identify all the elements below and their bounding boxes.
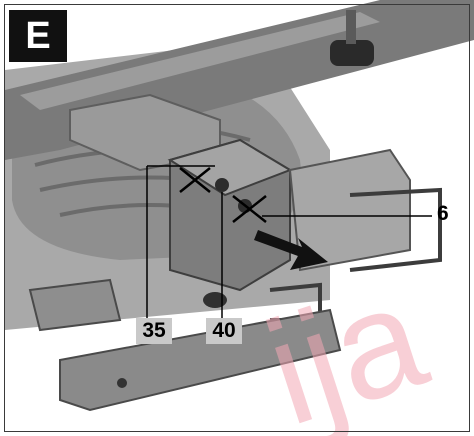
base-foot — [59, 308, 342, 412]
cross-mark-1 — [179, 167, 211, 193]
foot-hole — [117, 378, 127, 388]
extension-rod — [349, 187, 442, 272]
clamp-hole-1 — [215, 178, 229, 192]
cross-mark-2 — [232, 195, 267, 223]
direction-arrow — [254, 230, 328, 270]
mounting-hole — [203, 292, 227, 308]
callout-label-6: 6 — [437, 202, 449, 225]
left-foot — [28, 278, 122, 332]
knob-post — [346, 10, 356, 44]
callout-label-40: 40 — [206, 318, 242, 344]
figure-frame — [4, 4, 470, 432]
adjustment-knob — [330, 40, 374, 66]
callout-label-35: 35 — [136, 318, 172, 344]
saw-arm-highlight — [20, 12, 380, 110]
figure-letter-badge: E — [9, 10, 67, 62]
